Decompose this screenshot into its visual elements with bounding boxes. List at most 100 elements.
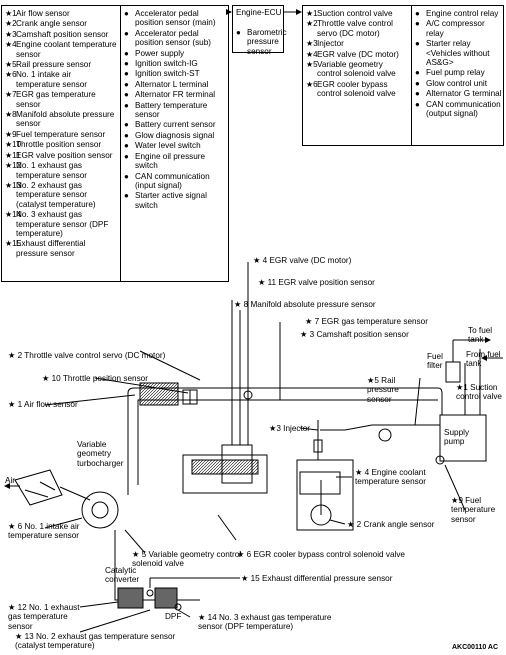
turbocharger — [81, 491, 119, 529]
label-exhaust-diff-pressure: ★ 15 Exhaust differential pressure senso… — [241, 574, 393, 583]
list-item-marker: ★9 — [5, 129, 17, 139]
label-rail-pressure: ★5 Rail pressure sensor — [367, 376, 399, 404]
air-cleaner — [14, 469, 63, 506]
list-item: ● Starter relay <Vehicles without AS&G> — [415, 39, 503, 67]
outputs-other-list: ●Engine control relay●A/C compressor rel… — [415, 9, 503, 119]
list-item-text: EGR cooler bypass control solenoid valve — [317, 79, 396, 99]
list-item-marker: ★1 — [5, 9, 17, 18]
list-item: ●A/C compressor relay — [415, 19, 503, 38]
list-item-text: Throttle position sensor — [16, 140, 102, 150]
list-item: ●Glow diagnosis signal — [124, 131, 228, 140]
list-item: ●Battery current sensor — [124, 120, 228, 129]
list-item-marker: ★10 — [5, 140, 22, 150]
intercooler — [139, 382, 179, 406]
list-item-text: Water level switch — [135, 141, 201, 151]
list-item: ●Barometric pressure sensor — [236, 28, 287, 56]
list-item-text: Starter relay <Vehicles without AS&G> — [426, 39, 490, 68]
list-item: ●Alternator G terminal — [415, 89, 503, 98]
label-injector: ★3 Injector — [269, 424, 311, 433]
label-exhaust-temp-2: ★ 13 No. 2 exhaust gas temperature senso… — [15, 632, 176, 651]
list-item-text: Variable geometry control solenoid valve — [317, 60, 396, 79]
list-item-marker: ★7 — [5, 90, 17, 100]
label-suction-control-valve: ★1 Suction control valve — [456, 383, 502, 402]
list-item-text: Power supply — [135, 48, 185, 58]
list-item-marker: ● — [124, 120, 129, 130]
list-item-marker: ● — [124, 141, 129, 151]
label-egr-valve: ★ 4 EGR valve (DC motor) — [253, 256, 352, 265]
list-item: ● Ignition switch-ST — [124, 69, 228, 78]
label-egr-valve-position: ★ 11 EGR valve position sensor — [258, 278, 375, 287]
list-item: ●Battery temperature sensor — [124, 101, 228, 120]
list-item-marker: ★15 — [5, 239, 22, 249]
label-supply-pump: Supply pump — [444, 428, 470, 447]
list-item-text: Rail pressure sensor — [16, 60, 92, 70]
list-item-text: EGR valve (DC motor) — [317, 49, 399, 59]
list-item-marker: ● — [124, 28, 129, 38]
list-item-text: CAN communication (input signal) — [135, 171, 210, 190]
list-item-text: A/C compressor relay — [426, 19, 485, 38]
list-item-text: Starter active signal switch — [135, 191, 207, 210]
list-item-marker: ★8 — [5, 110, 17, 120]
list-item-text: Manifold absolute pressure sensor — [16, 110, 115, 129]
label-manifold-pressure: ★ 8 Manifold absolute pressure sensor — [234, 300, 376, 309]
list-item: ●Power supply — [124, 49, 228, 58]
fuel-rail — [320, 424, 440, 431]
inputs-divider — [120, 6, 121, 281]
list-item-marker: ● — [124, 69, 129, 79]
list-item-text: EGR valve position sensor — [16, 150, 113, 160]
catalytic-converter — [117, 587, 144, 609]
list-item-marker: ● — [415, 78, 420, 88]
list-item-marker: ● — [124, 151, 129, 161]
list-item-marker: ● — [124, 79, 129, 89]
label-fuel-filter: Fuel filter — [427, 352, 443, 371]
list-item-marker: ★3 — [5, 29, 17, 39]
list-item-marker: ★6 — [306, 79, 318, 89]
list-item-text: Exhaust differential pressure sensor — [16, 239, 86, 258]
list-item-text: Alternator FR terminal — [135, 90, 216, 100]
list-item-marker: ★6 — [5, 70, 17, 80]
list-item-marker: ★4 — [5, 40, 17, 50]
engine-ecu-box: Engine-ECU ●Barometric pressure sensor — [232, 5, 287, 56]
supply-pump — [439, 414, 487, 462]
list-item-text: Ignition switch-ST — [135, 69, 200, 79]
list-item-text: Glow diagnosis signal — [135, 130, 215, 140]
engine-block — [296, 459, 354, 531]
list-item: ● Water level switch — [124, 141, 228, 150]
list-item-text: Suction control valve — [317, 9, 393, 18]
label-throttle-position: ★ 10 Throttle position sensor — [42, 374, 148, 383]
list-item-marker: ● — [415, 39, 420, 49]
list-item: ●Ignition switch-IG — [124, 59, 228, 68]
list-item: ●CAN communication (output signal) — [415, 100, 503, 119]
list-item: ●Engine control relay — [415, 9, 503, 18]
label-from-fuel-tank: From fuel tank — [466, 350, 501, 369]
label-intake-air-temperature: ★ 6 No. 1 intake air temperature sensor — [8, 522, 80, 541]
list-item-marker: ● — [124, 171, 129, 181]
label-fuel-temperature: ★9 Fuel temperature sensor — [451, 496, 496, 524]
label-camshaft-position: ★ 3 Camshaft position sensor — [300, 330, 409, 339]
label-air: Air — [5, 476, 16, 485]
label-crank-angle: ★ 2 Crank angle sensor — [347, 520, 435, 529]
intake-pipe-inner — [137, 399, 438, 485]
list-item-text: Ignition switch-IG — [135, 59, 198, 69]
engine-ecu-sub: ●Barometric pressure sensor — [236, 28, 287, 57]
list-item-marker: ★5 — [5, 60, 17, 70]
list-item-marker: ★2 — [5, 19, 17, 29]
label-dpf: DPF — [165, 612, 182, 621]
list-item-marker: ● — [415, 99, 420, 109]
